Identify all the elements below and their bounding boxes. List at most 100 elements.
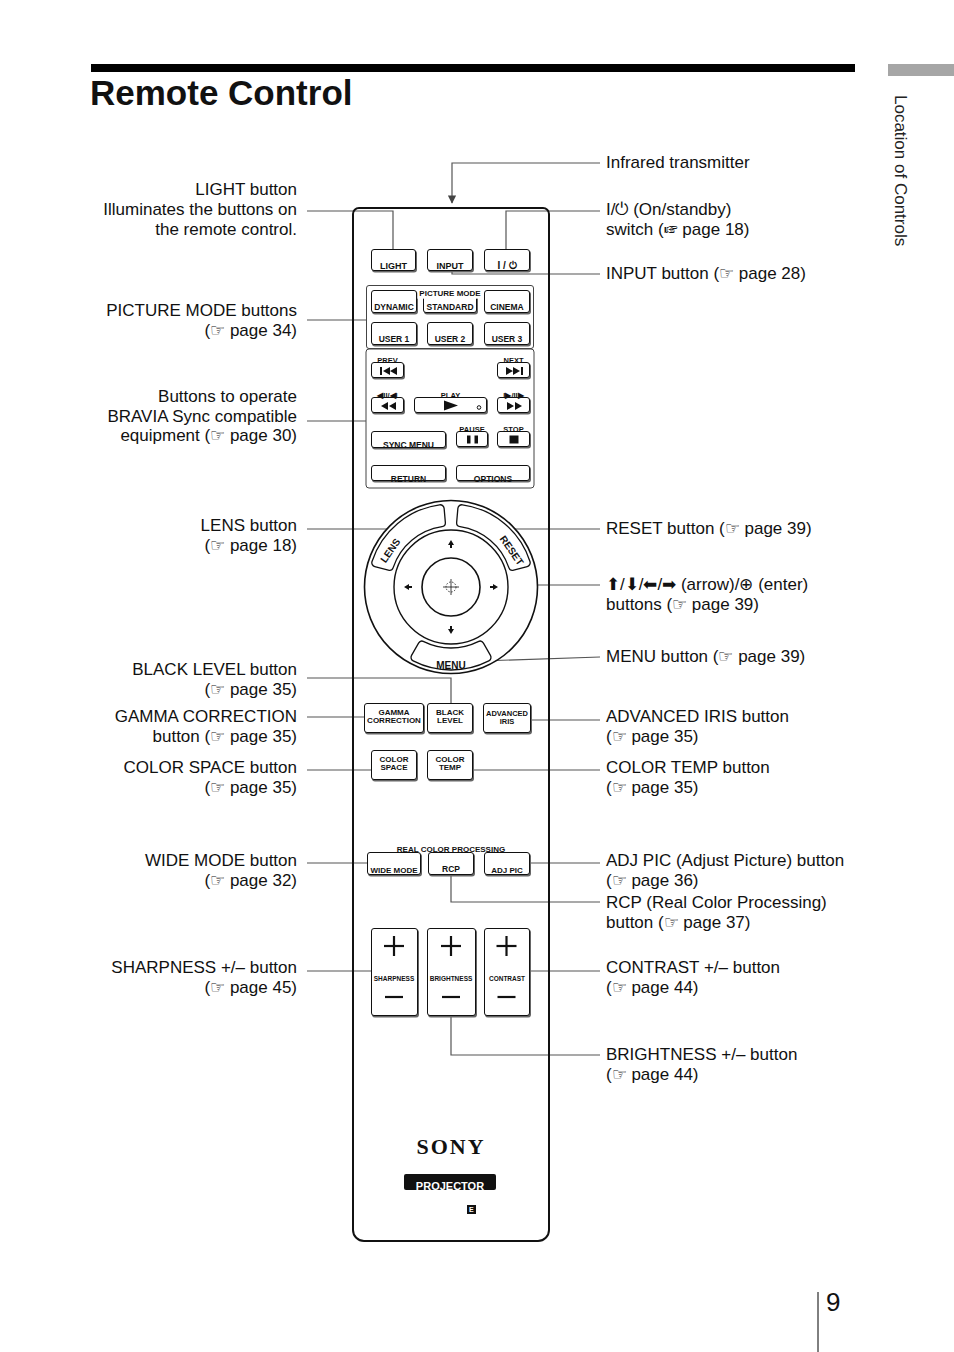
remote-button: COLOR SPACE <box>371 750 417 780</box>
button-label: RCP <box>442 865 460 874</box>
plus-minus-symbol <box>505 936 507 956</box>
callout-label: BRIGHTNESS +/– button (☞ page 44) <box>606 1045 812 1084</box>
callout-label: I/⏻ (On/standby) switch (☞ page 18) <box>606 200 756 239</box>
callout-label: WIDE MODE button (☞ page 32) <box>129 851 297 890</box>
button-label: USER 2 <box>435 335 466 344</box>
button-label: CINEMA <box>490 303 524 312</box>
callout-label: ADVANCED IRIS button (☞ page 35) <box>606 707 806 746</box>
callout-label: GAMMA CORRECTION button (☞ page 35) <box>101 707 297 746</box>
leader-line <box>452 163 600 203</box>
plus-minus-symbols <box>428 929 474 1014</box>
button-label: BLACK LEVEL <box>436 709 464 726</box>
button-label: I / ⏻ <box>497 260 516 271</box>
group-heading: REAL COLOR PROCESSING <box>397 845 505 855</box>
button-heading: PAUSE <box>459 426 484 434</box>
callout-label: Illuminates the buttons on the remote co… <box>97 200 297 239</box>
button-heading: PLAY <box>441 392 460 400</box>
callout-label: PICTURE MODE buttons (☞ page 34) <box>99 301 297 340</box>
remote-button: RCP <box>428 852 474 875</box>
remote-button: OPTIONS <box>456 465 530 481</box>
plus-minus-button: CONTRAST <box>484 928 530 1016</box>
leader-line <box>307 319 366 320</box>
remote-button: ADJ PIC <box>484 852 530 875</box>
callout-label: COLOR SPACE button (☞ page 35) <box>107 758 297 797</box>
badge-label: PROJECTOR <box>416 1181 484 1193</box>
remote-button: PLAY <box>414 397 487 413</box>
callout-label: COLOR TEMP button (☞ page 35) <box>606 758 786 797</box>
button-icon <box>381 402 396 410</box>
remote-body: LIGHT INPUT I / ⏻ DYNAMIC STANDARD CINEMA USER… <box>352 207 550 1242</box>
button-label: RETURN <box>391 475 426 484</box>
remote-button: ADVANCED IRIS <box>483 703 531 733</box>
button-icon <box>507 402 522 410</box>
enter-symbol <box>443 579 459 595</box>
leader-line <box>530 862 600 863</box>
remote-button: PREV <box>371 362 404 378</box>
title-rule <box>91 64 855 72</box>
button-label: WIDE MODE <box>370 867 417 876</box>
button-label: COLOR SPACE <box>380 756 409 773</box>
callout-label: RCP (Real Color Processing) button (☞ pa… <box>606 893 834 932</box>
button-label: SYNC MENU <box>383 441 434 450</box>
button-heading: PREV <box>377 357 397 365</box>
leader-line <box>506 211 600 249</box>
remote-button: USER 2 <box>427 322 473 345</box>
button-label: STANDARD <box>426 303 473 312</box>
remote-button: RETURN <box>371 465 446 481</box>
certification-mark: E <box>467 1205 476 1214</box>
leader-line <box>307 420 366 421</box>
remote-button: COLOR TEMP <box>427 750 473 780</box>
plus-minus-button: BRIGHTNESS <box>427 928 476 1016</box>
arrow-symbol <box>448 540 454 548</box>
remote-button: I▶/II▶ <box>497 397 530 413</box>
button-heading: I▶/II▶ <box>503 392 523 400</box>
arrow-symbol <box>448 626 454 634</box>
remote-button: INPUT <box>427 249 473 271</box>
plus-minus-symbol <box>392 936 394 956</box>
bravia-button-group <box>366 349 534 488</box>
callout-label: CONTRAST +/– button (☞ page 44) <box>606 958 796 997</box>
remote-button: CINEMA <box>484 290 530 313</box>
button-label: INPUT <box>437 262 464 272</box>
section-tab <box>888 64 954 76</box>
leader-line <box>451 1016 600 1055</box>
group-heading: PICTURE MODE <box>417 290 482 299</box>
arrow-pad <box>394 530 508 644</box>
leader-line <box>451 875 600 902</box>
plus-minus-button: SHARPNESS <box>371 928 418 1016</box>
callout-label: ⬆/⬇/⬅/➡ (arrow)/⊕ (enter) buttons (☞ pag… <box>606 575 851 614</box>
button-icon <box>380 367 397 375</box>
button-icon <box>467 436 478 444</box>
enter-button <box>422 558 480 616</box>
button-icon <box>510 436 519 444</box>
callout-label: LIGHT button <box>195 180 297 200</box>
remote-button: GAMMA CORRECTION <box>364 703 424 733</box>
callout-label: Infrared transmitter <box>606 153 750 173</box>
plus-minus-symbol <box>442 996 460 998</box>
brand-logo: SONY <box>416 1135 485 1159</box>
leader-line <box>505 528 600 529</box>
plus-minus-symbols <box>372 929 416 1014</box>
model-badge: PROJECTOR <box>404 1174 496 1190</box>
leader-line <box>307 211 393 249</box>
button-label: SHARPNESS <box>374 975 414 982</box>
leader-line <box>473 769 600 770</box>
callout-label: Buttons to operate BRAVIA Sync compatibl… <box>101 387 297 446</box>
button-label: ADJ PIC <box>491 867 523 876</box>
button-label: LIGHT <box>380 262 407 272</box>
button-label: BRIGHTNESS <box>430 975 473 982</box>
button-label: OPTIONS <box>474 475 512 484</box>
arrow-symbol <box>404 584 412 590</box>
button-heading: NEXT <box>503 357 523 365</box>
leader-line <box>307 678 451 703</box>
page-number: 9 <box>826 1287 840 1318</box>
leader-line <box>452 271 600 274</box>
button-group: DYNAMICSTANDARDCINEMAUSER 1USER 2USER 3P… <box>366 285 534 349</box>
button-label: CONTRAST <box>489 975 525 982</box>
button-label: DYNAMIC <box>374 303 414 312</box>
section-tab-label: Location of Controls <box>891 95 911 246</box>
button-label: ADVANCED IRIS <box>486 709 528 725</box>
leader-line <box>307 970 371 971</box>
ring-outline <box>365 501 538 674</box>
leader-line <box>307 769 371 770</box>
